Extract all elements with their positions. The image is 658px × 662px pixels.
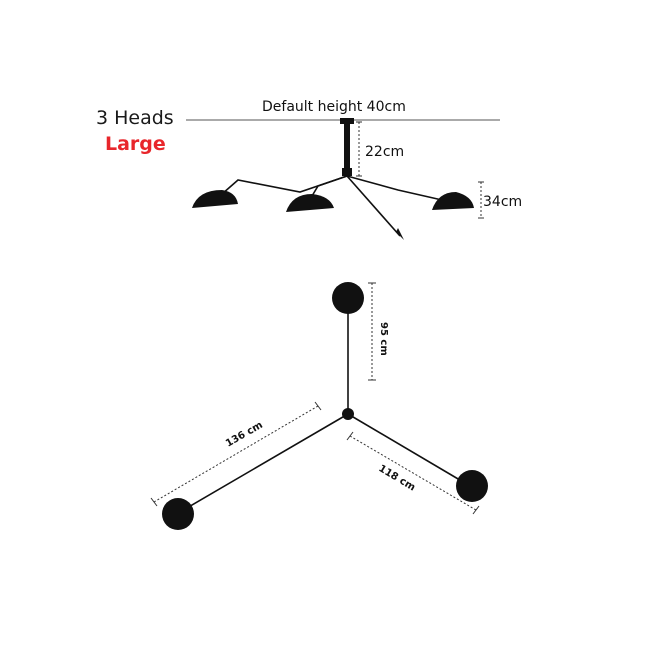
size-label: Large xyxy=(105,133,166,155)
right-arm-length-label: 118 cm xyxy=(376,463,417,493)
left-arm-top xyxy=(179,413,349,513)
left-arm xyxy=(221,175,348,195)
center-hub xyxy=(342,408,354,420)
right-arm-top xyxy=(347,413,471,487)
right-arm xyxy=(346,175,443,201)
middle-shade xyxy=(286,194,334,212)
right-head xyxy=(456,470,488,502)
top-arm-length-label: 95 cm xyxy=(378,322,389,356)
top-head xyxy=(332,282,364,314)
ceiling-canopy xyxy=(340,118,354,124)
middle-arm xyxy=(311,175,348,197)
left-head xyxy=(162,498,194,530)
left-shade xyxy=(192,190,238,208)
right-shade xyxy=(432,192,474,210)
side-view: Default height 40cm 22cm 34cm xyxy=(186,99,522,240)
stem xyxy=(344,124,350,176)
top-view: 95 cm 136 cm 118 cm xyxy=(150,282,488,530)
left-arm-length-label: 136 cm xyxy=(224,420,265,450)
default-height-label: Default height 40cm xyxy=(262,99,406,115)
shade-height-label: 34cm xyxy=(483,194,522,210)
diagonal-arm xyxy=(346,175,401,237)
heads-label: 3 Heads xyxy=(96,107,174,129)
arm-arrow-tip xyxy=(396,228,404,240)
stem-height-label: 22cm xyxy=(365,144,404,160)
stem-joint xyxy=(342,168,352,176)
